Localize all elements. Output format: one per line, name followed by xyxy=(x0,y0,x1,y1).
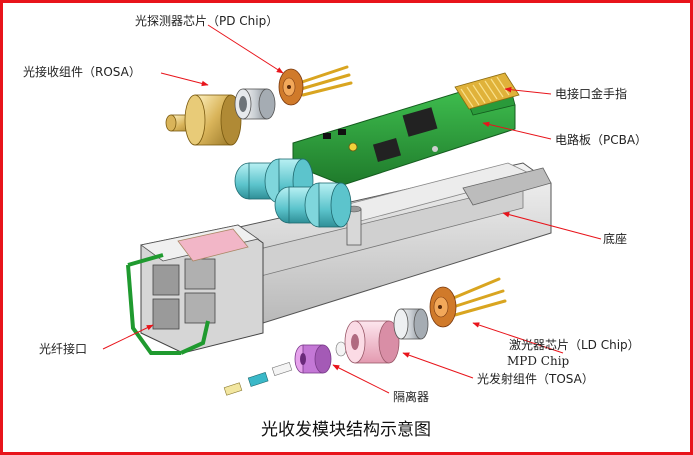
board-osa-lower xyxy=(274,182,352,228)
diagram-caption: 光收发模块结构示意图 xyxy=(261,420,431,440)
pink-latch xyxy=(177,228,249,262)
tosa-pink-body xyxy=(344,320,400,364)
label-rosa: 光接收组件（ROSA） xyxy=(23,64,141,79)
pcb-ic-small xyxy=(372,138,402,162)
tosa-silver-cap xyxy=(393,308,429,340)
label-isolator: 隔离器 xyxy=(393,389,429,404)
label-gold-finger: 电接口金手指 xyxy=(555,86,627,101)
isolator-ring xyxy=(335,341,347,357)
gold-finger-contacts xyxy=(454,72,520,110)
label-tosa: 光发射组件（TOSA） xyxy=(477,371,594,386)
label-base: 底座 xyxy=(603,231,627,246)
pcb-ic-large xyxy=(402,107,438,137)
housing-base xyxy=(212,162,552,324)
pd-chip-to-can xyxy=(278,65,353,106)
label-ld-chip: 激光器芯片（LD Chip） xyxy=(509,338,640,352)
label-pd-chip: 光探测器芯片（PD Chip） xyxy=(135,14,278,28)
label-mpd-chip: MPD Chip xyxy=(507,354,570,368)
label-fiber-port: 光纤接口 xyxy=(39,341,87,356)
rosa-exploded-gold xyxy=(165,94,242,146)
bail-latch xyxy=(126,264,181,355)
ld-chip-to-can xyxy=(429,277,507,328)
leader-lines xyxy=(102,24,602,394)
fiber-ferrule-parts xyxy=(223,362,293,396)
rosa-exploded-silver-cap xyxy=(234,88,276,120)
module-exploded-view: 光探测器芯片（PD Chip） 光接收组件（ROSA） 电接口金手指 电路板（P… xyxy=(23,14,647,440)
isolator-part xyxy=(294,341,347,374)
label-pcba: 电路板（PCBA） xyxy=(555,132,647,147)
fiber-port-cage xyxy=(126,224,264,355)
